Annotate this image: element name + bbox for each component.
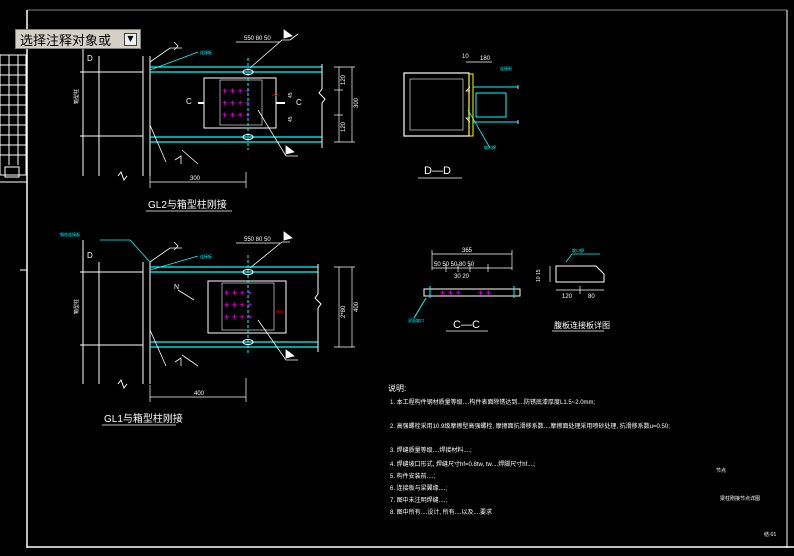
svg-text:节点: 节点 (716, 468, 726, 474)
svg-text:4. 焊缝坡口形式, 焊缝尺寸hf=0.8tw, tw...: 4. 焊缝坡口形式, 焊缝尺寸hf=0.8tw, tw....焊脚尺寸hf...… (390, 460, 536, 468)
svg-text:C: C (296, 98, 302, 107)
detail-gl2-title: GL2与箱型柱刚接 (148, 198, 227, 211)
svg-text:120: 120 (341, 74, 347, 85)
svg-text:2*80: 2*80 (341, 305, 347, 318)
svg-text:+ + + +: + + + + (224, 288, 253, 298)
svg-text:550 80 50: 550 80 50 (244, 237, 271, 243)
section-cc: 365 50 50 50 80 50 30 20 + + + + + 双面坡口 C… (408, 248, 521, 332)
svg-text:M20: M20 (276, 309, 285, 314)
svg-text:+ + + +: + + + + (222, 86, 251, 96)
svg-text:300: 300 (354, 97, 360, 108)
dropdown-arrow-icon[interactable]: ▼ (124, 32, 137, 46)
svg-text:连接板: 连接板 (200, 253, 212, 259)
section-dd-title: D—D (424, 165, 451, 177)
general-notes: 说明: 1. 本工程构件钢材质量等级....构件表面除锈达到....防锈底漆厚度… (388, 383, 670, 516)
detail-gl2: 箱型柱 + + + + + + + + + + + + (73, 29, 491, 212)
svg-text:120: 120 (341, 121, 347, 132)
detail-gl1: 箱型柱 + + + + + + + + + + + + 2*80 400 550… (60, 231, 360, 426)
svg-text:50 50 50 80 50: 50 50 50 80 50 (434, 262, 475, 268)
svg-text:连接板: 连接板 (500, 65, 512, 71)
section-dd: 10 180 连接板 坡口焊 D—D (403, 54, 519, 179)
svg-text:+ +: + + (478, 288, 491, 298)
plate-detail: 120 80 10 15 坡口焊 腹板连接板详图 (536, 247, 610, 332)
svg-text:10 15: 10 15 (536, 269, 542, 282)
plate-title: 腹板连接板详图 (554, 320, 610, 330)
title-block: 节点 梁柱刚接节点详图 结-01 (716, 468, 776, 538)
section-cc-title: C—C (453, 319, 480, 331)
svg-text:7. 图中未注明焊缝....;: 7. 图中未注明焊缝....; (390, 496, 447, 504)
svg-text:1. 本工程构件钢材质量等级....构件表面除锈达到....: 1. 本工程构件钢材质量等级....构件表面除锈达到....防锈底漆厚度L1.5… (390, 398, 596, 406)
svg-text:+ + + +: + + + + (222, 110, 251, 120)
svg-text:箱型柱: 箱型柱 (73, 299, 80, 314)
svg-text:6. 连接板与梁翼缘....;: 6. 连接板与梁翼缘....; (390, 484, 447, 492)
svg-text:5. 构件安装前....;: 5. 构件安装前....; (390, 472, 435, 480)
svg-text:连接板: 连接板 (200, 49, 212, 55)
svg-text:钢柱连接板: 钢柱连接板 (60, 231, 80, 237)
svg-text:坡口焊: 坡口焊 (572, 247, 584, 253)
svg-text:+ + + +: + + + + (222, 98, 251, 108)
svg-text:D: D (87, 54, 93, 63)
svg-text:400: 400 (354, 301, 360, 312)
svg-text:+ + +: + + + (440, 288, 461, 298)
svg-text:8. 图中所有....设计, 所有....以及....要求: 8. 图中所有....设计, 所有....以及....要求 (390, 508, 492, 516)
svg-text:双面坡口: 双面坡口 (408, 317, 424, 323)
command-prompt-text: 选择注释对象或 (20, 33, 112, 49)
svg-text:80: 80 (588, 294, 595, 300)
svg-text:550 80 50: 550 80 50 (244, 36, 271, 42)
svg-text:+ + + +: + + + + (224, 312, 253, 322)
svg-text:M20: M20 (272, 92, 281, 97)
svg-text:365: 365 (462, 248, 473, 254)
side-table (0, 54, 27, 176)
svg-text:N: N (174, 284, 179, 291)
svg-text:+ + + +: + + + + (224, 300, 253, 310)
left-markers (4, 166, 20, 178)
svg-text:梁柱刚接节点详图: 梁柱刚接节点详图 (720, 495, 760, 502)
svg-text:45: 45 (288, 92, 294, 98)
svg-text:10: 10 (462, 54, 469, 60)
detail-gl1-title: GL1与箱型柱刚接 (104, 412, 183, 425)
svg-text:箱型柱: 箱型柱 (73, 89, 80, 104)
svg-text:30 20: 30 20 (454, 274, 470, 280)
svg-text:400: 400 (194, 391, 205, 397)
svg-text:3. 焊缝质量等级....焊接材料....;: 3. 焊缝质量等级....焊接材料....; (390, 446, 472, 454)
svg-text:结-01: 结-01 (764, 531, 776, 538)
svg-text:300: 300 (190, 176, 201, 182)
svg-text:D: D (87, 251, 93, 260)
svg-text:120: 120 (562, 294, 573, 300)
svg-text:45: 45 (288, 116, 294, 122)
command-prompt-tooltip[interactable]: 选择注释对象或 ▼ (15, 29, 141, 49)
svg-text:坡口焊: 坡口焊 (484, 144, 496, 150)
svg-text:说明:: 说明: (388, 383, 406, 393)
svg-text:2. 高强螺栓采用10.9级摩擦型高强螺栓, 摩擦面抗滑移系: 2. 高强螺栓采用10.9级摩擦型高强螺栓, 摩擦面抗滑移系数....摩擦面处理… (390, 422, 670, 430)
svg-text:180: 180 (480, 56, 491, 62)
svg-text:C: C (186, 97, 192, 106)
